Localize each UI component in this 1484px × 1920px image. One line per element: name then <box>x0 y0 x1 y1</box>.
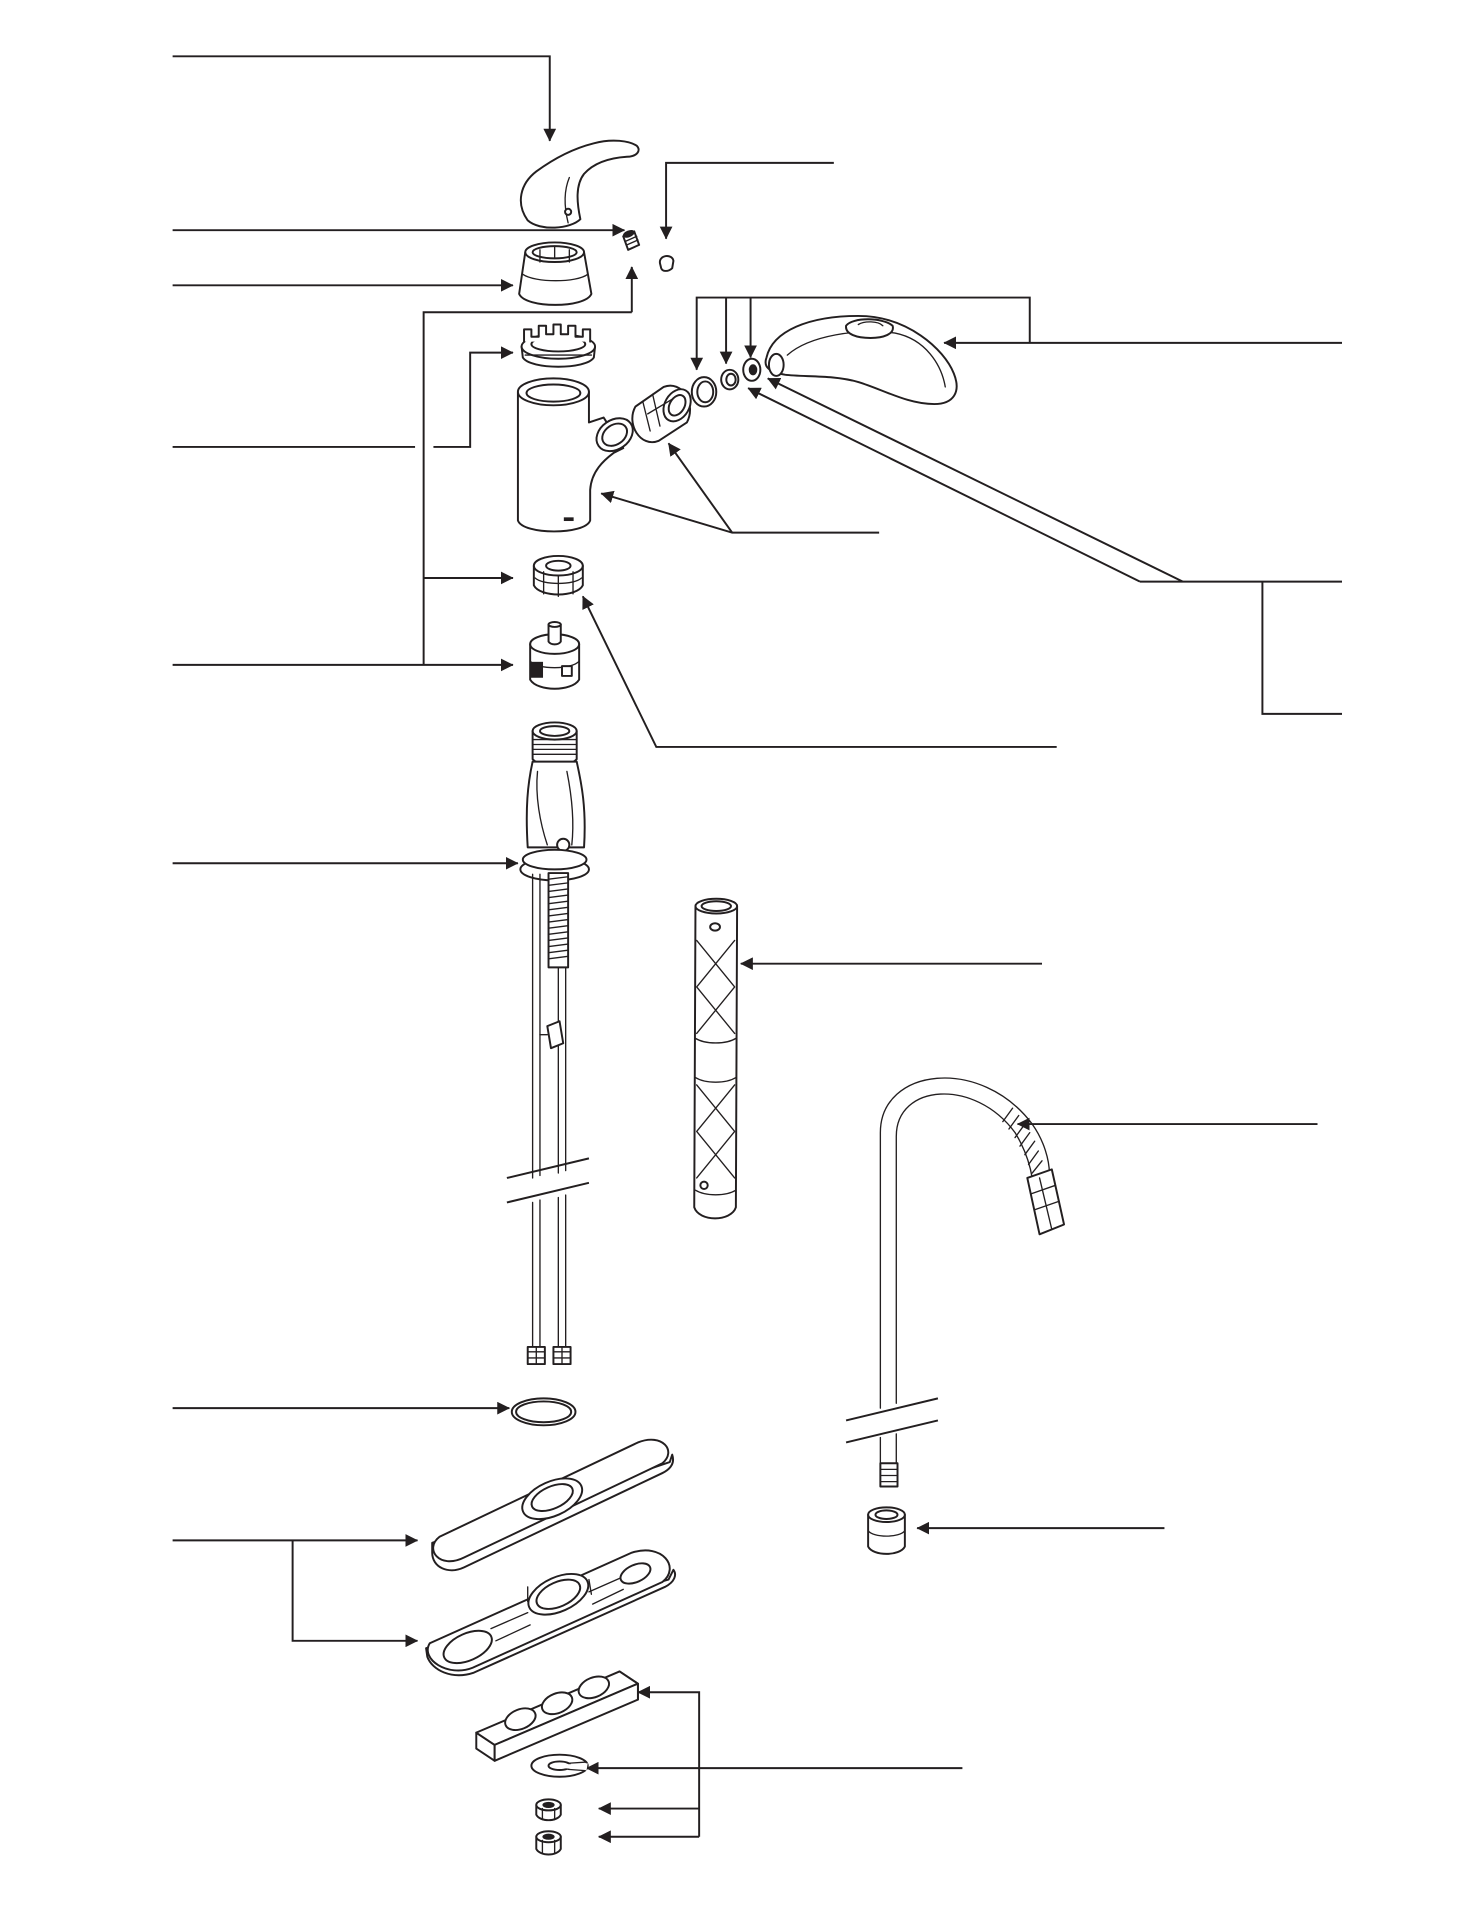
leader-bracket <box>637 1685 701 1837</box>
escutcheon-plate <box>431 1438 675 1572</box>
hose-coupling <box>867 1506 906 1555</box>
set-screw <box>622 230 641 251</box>
mounting-bracket <box>475 1670 639 1762</box>
mounting-nut <box>535 1798 562 1822</box>
faucet-body <box>516 377 634 533</box>
hex-nut <box>532 554 584 597</box>
spray-o-ring <box>690 376 718 408</box>
spout-adapter <box>631 384 692 444</box>
supply-hoses <box>506 873 590 1366</box>
leader-line <box>667 442 734 534</box>
spray-hose <box>845 1077 1066 1488</box>
leader-line <box>747 387 1141 583</box>
leader-line <box>291 1540 419 1648</box>
leader-line <box>172 55 557 142</box>
leader-line <box>581 595 1057 748</box>
base-o-ring <box>510 1397 577 1427</box>
spray-head <box>764 314 958 406</box>
leader-line <box>659 161 834 240</box>
leader-bracket <box>1261 581 1342 715</box>
leader-lines <box>172 55 1342 1844</box>
mounting-nut <box>535 1830 562 1856</box>
leader-line <box>767 377 1184 583</box>
plug-button <box>658 255 675 272</box>
retainer-clip <box>520 323 597 368</box>
leader-line <box>433 346 514 448</box>
mounting-plate <box>425 1549 676 1677</box>
mounting-shank <box>519 721 590 969</box>
leader-bracket <box>422 311 632 665</box>
leader-line <box>600 490 880 534</box>
cartridge <box>529 621 581 690</box>
c-clip <box>530 1753 589 1778</box>
check-valve <box>742 357 762 382</box>
wrench-tool <box>693 897 739 1220</box>
cap-cover <box>518 241 593 306</box>
spray-washer <box>720 368 740 391</box>
lever-handle <box>519 139 640 229</box>
leader-bracket <box>690 296 1031 371</box>
